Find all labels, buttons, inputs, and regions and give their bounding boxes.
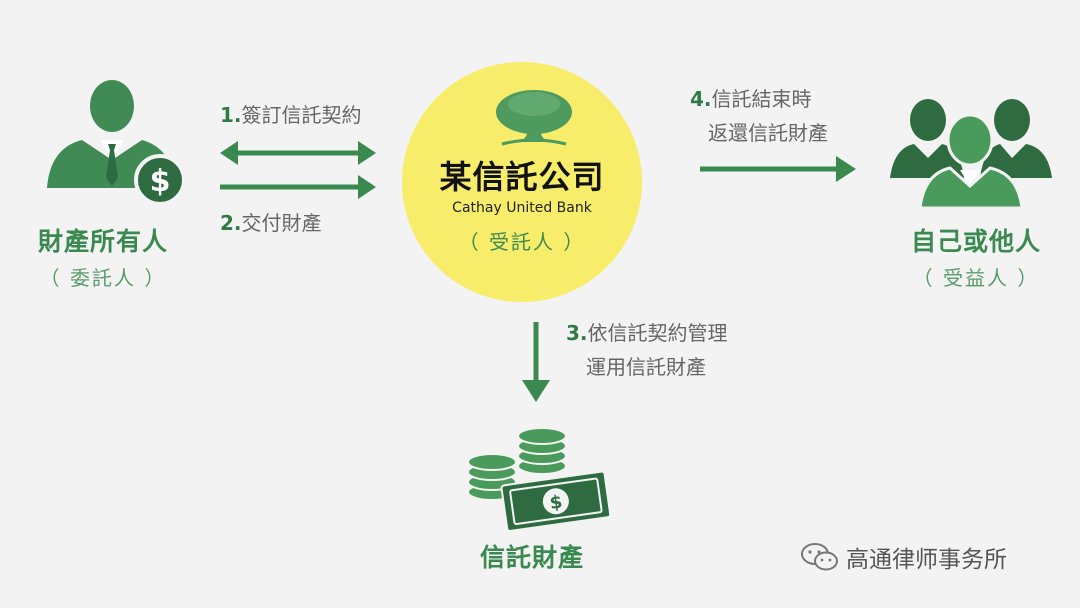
step-2-label: 2.交付財產 xyxy=(220,211,322,235)
business-person-dollar-icon: $ xyxy=(47,80,186,203)
watermark: 高通律师事务所 xyxy=(800,540,1007,574)
left-party-role: （ 委託人 ） xyxy=(39,266,167,290)
step-3-line2: 運用信託財產 xyxy=(586,355,706,379)
trustee-role: （ 受託人 ） xyxy=(458,230,586,254)
wechat-icon xyxy=(801,543,838,571)
step-4-label: 4.信託結束時 返還信託財產 xyxy=(690,82,828,150)
step-1-double-arrow xyxy=(220,141,376,165)
left-party-name: 財產所有人 xyxy=(37,227,168,256)
watermark-text: 高通律师事务所 xyxy=(846,547,1007,573)
step-1-label: 1.簽訂信託契約 xyxy=(220,103,362,127)
step-4-line2: 返還信託財產 xyxy=(708,121,828,145)
bank-name: Cathay United Bank xyxy=(452,200,592,216)
right-party-name: 自己或他人 xyxy=(910,227,1041,256)
step-3-arrow xyxy=(522,322,550,402)
step-3-label: 3.依信託契約管理 運用信託財產 xyxy=(566,316,728,384)
svg-text:$: $ xyxy=(150,164,171,199)
group-of-people-icon xyxy=(890,99,1052,208)
svg-text:$: $ xyxy=(548,492,563,515)
money-stack-icon: $ xyxy=(467,427,612,530)
right-party-role: （ 受益人 ） xyxy=(912,266,1040,290)
trust-property-label: 信託財產 xyxy=(479,543,584,572)
step-2-arrow xyxy=(220,175,376,199)
step-4-arrow xyxy=(700,156,856,182)
tree-logo-icon xyxy=(496,90,572,146)
trustee-name: 某信託公司 xyxy=(439,158,605,196)
